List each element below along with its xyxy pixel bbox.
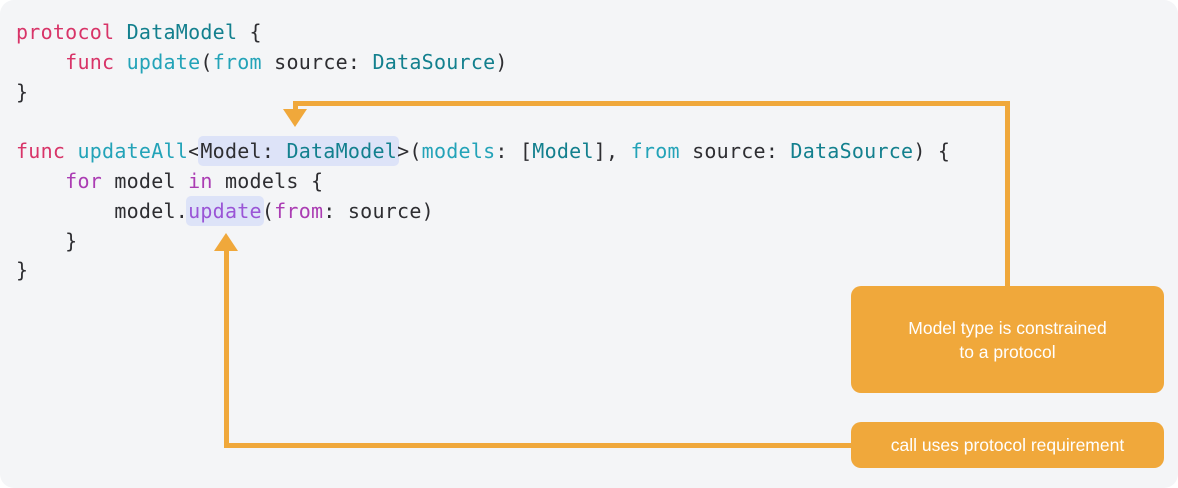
code-token: from [630,139,680,164]
code-line: model.update(from: source) [16,195,950,227]
code-token: ], [593,139,631,164]
code-token: models { [212,168,324,193]
code-token: from [274,198,324,223]
code-token: in [188,168,213,193]
code-token: >( [397,139,422,164]
code-token [114,20,126,44]
code-token: : source) [323,198,434,223]
code-token: model. [16,198,189,223]
code-token: func [16,139,66,164]
code-token: ( [261,198,275,223]
code-token: DataSource [372,49,496,74]
code-token: update [188,198,262,223]
arrow-head-icon [283,109,307,127]
code-line: } [16,78,950,108]
code-highlight: update [186,195,264,226]
code-line: } [16,227,950,257]
code-line: protocol DataModel { [16,18,950,48]
code-token: { [237,20,262,44]
arrow-line [226,443,851,448]
code-line: } [16,256,950,286]
code-token: from [212,49,262,74]
code-token: model [102,168,189,193]
code-token: Model [532,139,594,164]
code-token: Model: [200,139,287,164]
code-line: for model in models { [16,167,950,197]
code-line: func updateAll<Model: DataModel>(models:… [16,136,951,167]
code-token: ) [495,49,508,74]
arrow-line [224,250,229,448]
code-token [16,50,65,74]
arrow-line [293,101,1010,106]
code-token: } [16,258,29,283]
code-token: updateAll [77,139,189,164]
callout-model-constraint-label: Model type is constrained to a protocol [908,317,1107,362]
code-token: DataSource [790,139,914,164]
code-token: ) { [913,139,951,164]
code-token: source: [679,139,791,164]
code-token: : [ [495,139,533,164]
arrow-line [1005,101,1010,287]
code-token [16,169,65,193]
arrow-head-icon [214,233,238,251]
code-snippet: protocol DataModel { func update(from so… [16,18,950,286]
code-token: source: [261,49,373,74]
code-token: for [65,168,103,193]
code-token [114,50,126,74]
code-token: protocol [16,20,115,44]
code-token: func [65,49,115,74]
code-highlight: Model: DataModel [198,136,400,167]
code-line: func update(from source: DataSource) [16,48,950,78]
code-token: models [421,139,496,164]
callout-protocol-requirement-label: call uses protocol requirement [890,435,1125,455]
code-token: } [16,79,29,104]
code-token: DataModel [126,20,238,44]
arrow-line [293,101,298,110]
code-line [16,107,950,137]
code-token: DataModel [286,139,398,164]
code-token [65,139,77,163]
code-token: ( [200,49,213,74]
code-token: < [188,139,201,164]
callout-model-constraint: Model type is constrained to a protocol [851,286,1164,393]
code-token: update [126,49,201,74]
code-token: } [16,228,78,253]
callout-protocol-requirement: call uses protocol requirement [851,422,1164,468]
